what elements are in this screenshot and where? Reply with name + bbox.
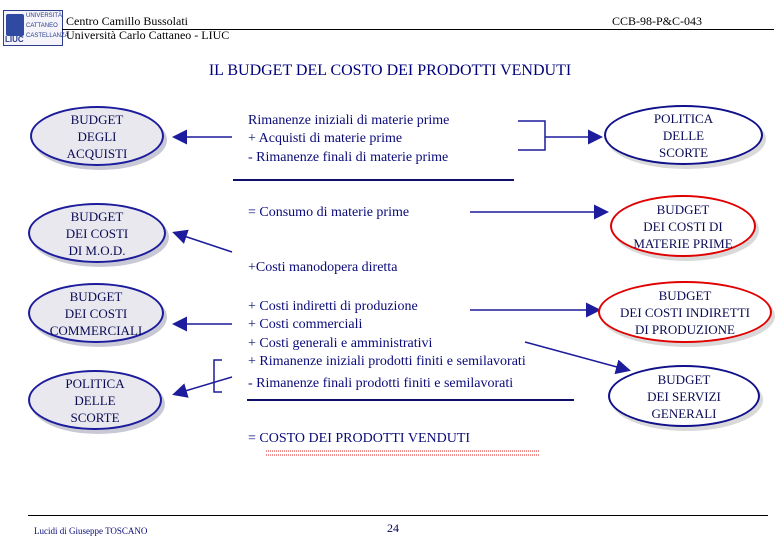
page-number: 24 — [387, 521, 399, 535]
other-costs-line-3: + Costi generali e amministrativi — [248, 336, 433, 351]
ellipse-politica-scorte-right: POLITICA DELLE SCORTE — [604, 105, 763, 165]
logo-abbr: LIUC — [5, 35, 24, 44]
footer-rule — [28, 515, 768, 516]
arrow-scorte-left — [172, 376, 233, 398]
other-costs-line-1: + Costi indiretti di produzione — [248, 299, 418, 314]
ellipse-budget-commerciali: BUDGET DEI COSTI COMMERCIALI — [28, 283, 164, 343]
logo-emblem — [6, 14, 24, 36]
materials-line-3: - Rimanenze finali di materie prime — [248, 150, 449, 165]
page-title: IL BUDGET DEL COSTO DEI PRODOTTI VENDUTI — [208, 62, 572, 79]
arrow-mod — [172, 229, 233, 253]
logo-line-1: UNIVERSITÀ — [26, 13, 63, 19]
ellipse-budget-materie-prime: BUDGET DEI COSTI DI MATERIE PRIME — [610, 195, 756, 257]
bracket-materials — [518, 120, 546, 151]
ellipse-budget-mod: BUDGET DEI COSTI DI M.O.D. — [28, 203, 166, 263]
header-university-name: Università Carlo Cattaneo - LIUC — [66, 28, 230, 42]
other-costs-line-2: + Costi commerciali — [248, 317, 363, 332]
total-line: = COSTO DEI PRODOTTI VENDUTI — [248, 431, 471, 446]
other-costs-line-5: - Rimanenze finali prodotti finiti e sem… — [248, 376, 514, 391]
header-center-name: Centro Camillo Bussolati — [66, 14, 188, 28]
ellipse-budget-servizi-generali: BUDGET DEI SERVIZI GENERALI — [608, 365, 760, 427]
header-doc-code: CCB-98-P&C-043 — [612, 14, 703, 28]
materials-line-1: Rimanenze iniziali di materie prime — [248, 113, 450, 128]
logo-line-3: CASTELLANZA — [26, 33, 69, 39]
labor-line: +Costi manodopera diretta — [248, 260, 398, 275]
university-logo: UNIVERSITÀ CATTANEO CASTELLANZA LIUC — [3, 10, 69, 46]
materials-line-2: + Acquisti di materie prime — [248, 131, 403, 146]
ellipse-politica-scorte-left: POLITICA DELLE SCORTE — [28, 370, 162, 430]
footer-author: Lucidi di Giuseppe TOSCANO — [34, 526, 148, 536]
bracket-inventories — [213, 359, 222, 393]
logo-line-2: CATTANEO — [26, 23, 58, 29]
header-rule — [62, 29, 774, 30]
other-costs-line-4: + Rimanenze iniziali prodotti finiti e s… — [248, 354, 526, 369]
arrow-servizi-generali — [524, 341, 631, 375]
consumption-line: = Consumo di materie prime — [248, 205, 410, 220]
ellipse-budget-costi-indiretti: BUDGET DEI COSTI INDIRETTI DI PRODUZIONE — [598, 281, 772, 343]
ellipse-budget-acquisti: BUDGET DEGLI ACQUISTI — [30, 106, 164, 166]
